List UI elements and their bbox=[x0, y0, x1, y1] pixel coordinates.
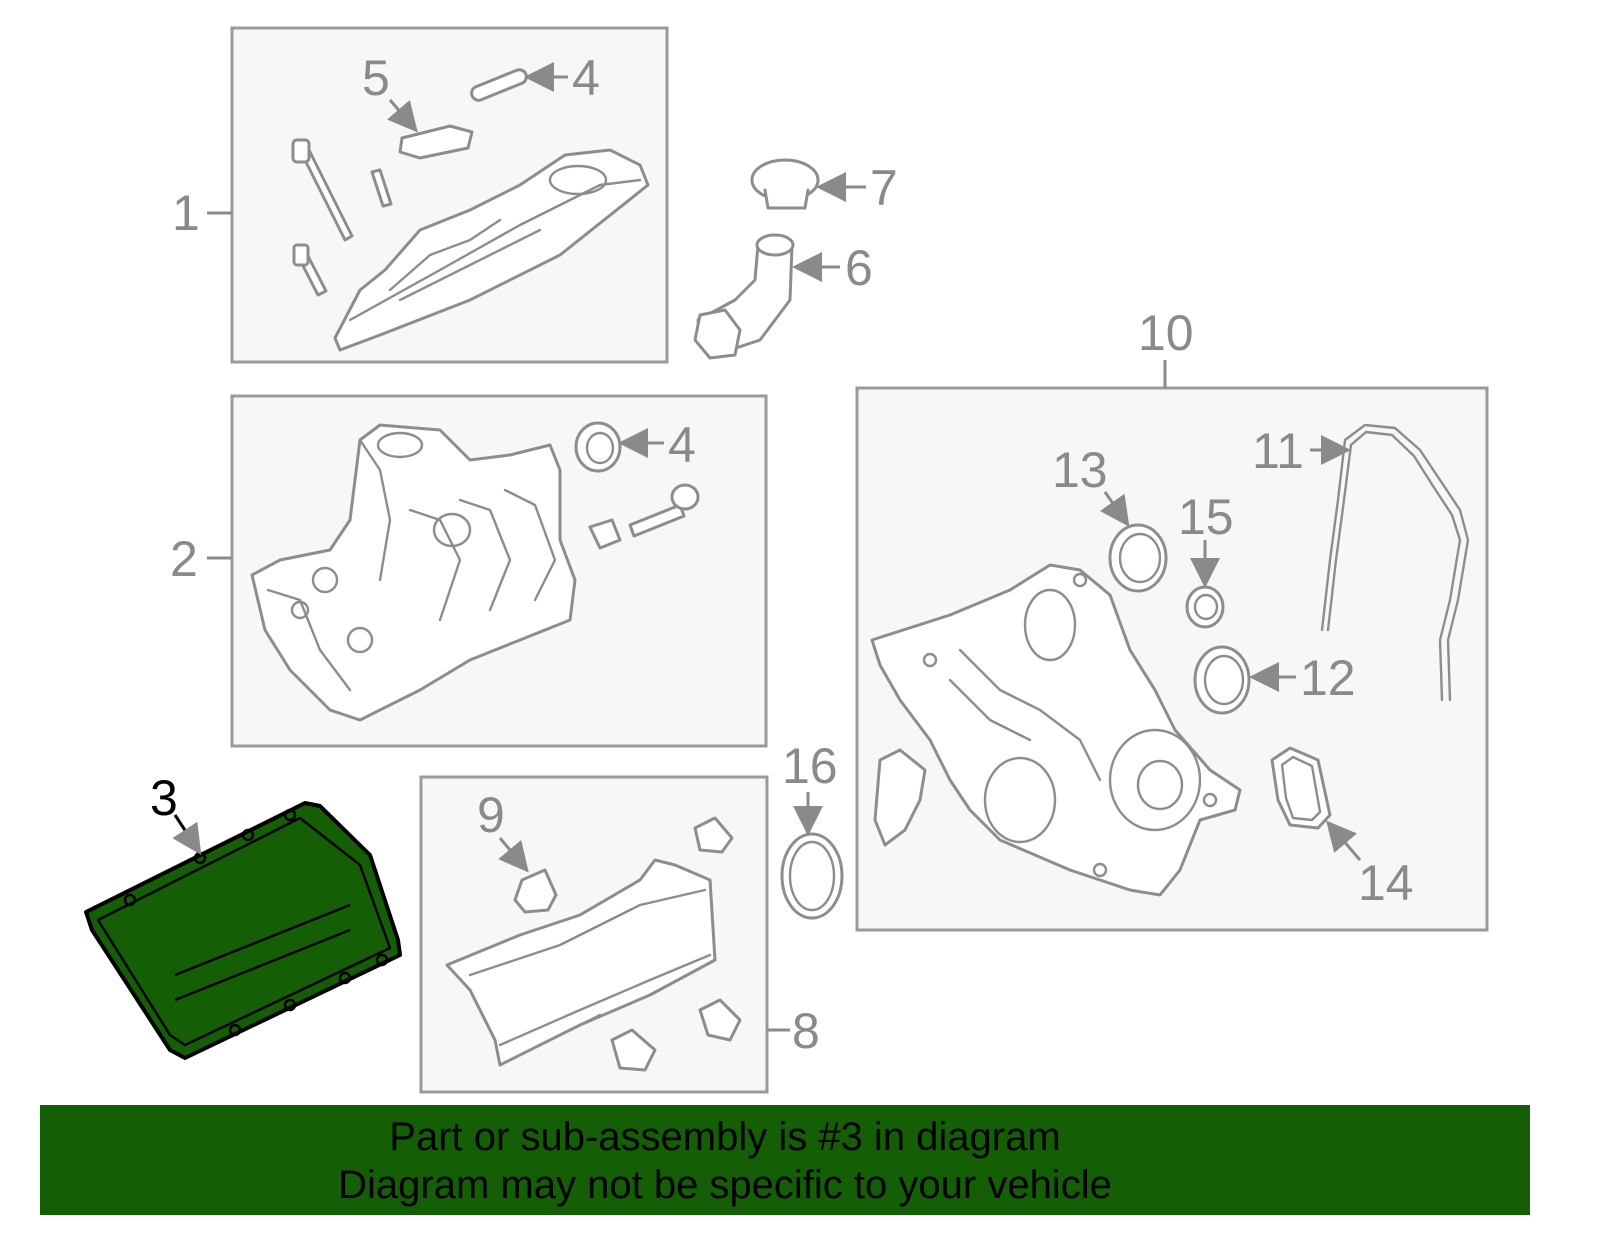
callout-9: 9 bbox=[477, 787, 505, 843]
seal-part-12[interactable] bbox=[1193, 645, 1251, 715]
banner-line-1: Part or sub-assembly is #3 in diagram bbox=[389, 1115, 1061, 1159]
callout-16: 16 bbox=[782, 738, 838, 794]
callout-2: 2 bbox=[170, 531, 198, 587]
callout-3: 3 bbox=[150, 770, 178, 826]
callout-12: 12 bbox=[1300, 650, 1356, 706]
callout-4-mid: 4 bbox=[668, 417, 696, 473]
callout-5: 5 bbox=[362, 50, 390, 106]
highlighted-part-3[interactable] bbox=[84, 801, 402, 1060]
callout-8: 8 bbox=[792, 1003, 820, 1059]
seal-part-16[interactable] bbox=[780, 832, 844, 920]
timing-cover-part-10[interactable] bbox=[870, 563, 1242, 897]
callout-11: 11 bbox=[1252, 423, 1304, 479]
seal-part-4[interactable] bbox=[574, 421, 622, 473]
callout-1: 1 bbox=[172, 185, 200, 241]
stud-bolt[interactable] bbox=[588, 483, 700, 550]
oil-filler-tube-part-6[interactable] bbox=[693, 233, 795, 360]
callout-13: 13 bbox=[1052, 442, 1108, 498]
gasket-part-11[interactable] bbox=[1320, 423, 1470, 702]
valve-cover-part-1[interactable] bbox=[291, 68, 650, 352]
callout-7: 7 bbox=[870, 160, 898, 216]
baffle-part-8[interactable] bbox=[445, 858, 717, 1067]
oil-filler-cap-part-7[interactable] bbox=[750, 158, 820, 210]
plug-part-9[interactable] bbox=[513, 816, 742, 1072]
callout-14: 14 bbox=[1358, 855, 1414, 911]
callout-10: 10 bbox=[1138, 305, 1194, 361]
callout-15: 15 bbox=[1178, 489, 1234, 545]
seal-part-15[interactable] bbox=[1185, 585, 1225, 629]
gasket-part-14[interactable] bbox=[1270, 746, 1332, 830]
banner-line-2: Diagram may not be specific to your vehi… bbox=[338, 1163, 1112, 1207]
intake-manifold-part-2[interactable] bbox=[250, 423, 577, 722]
seal-part-13[interactable] bbox=[1108, 523, 1168, 593]
callout-4-top: 4 bbox=[572, 50, 600, 106]
callout-6: 6 bbox=[845, 240, 873, 296]
info-banner: Part or sub-assembly is #3 in diagram Di… bbox=[40, 1105, 1530, 1215]
